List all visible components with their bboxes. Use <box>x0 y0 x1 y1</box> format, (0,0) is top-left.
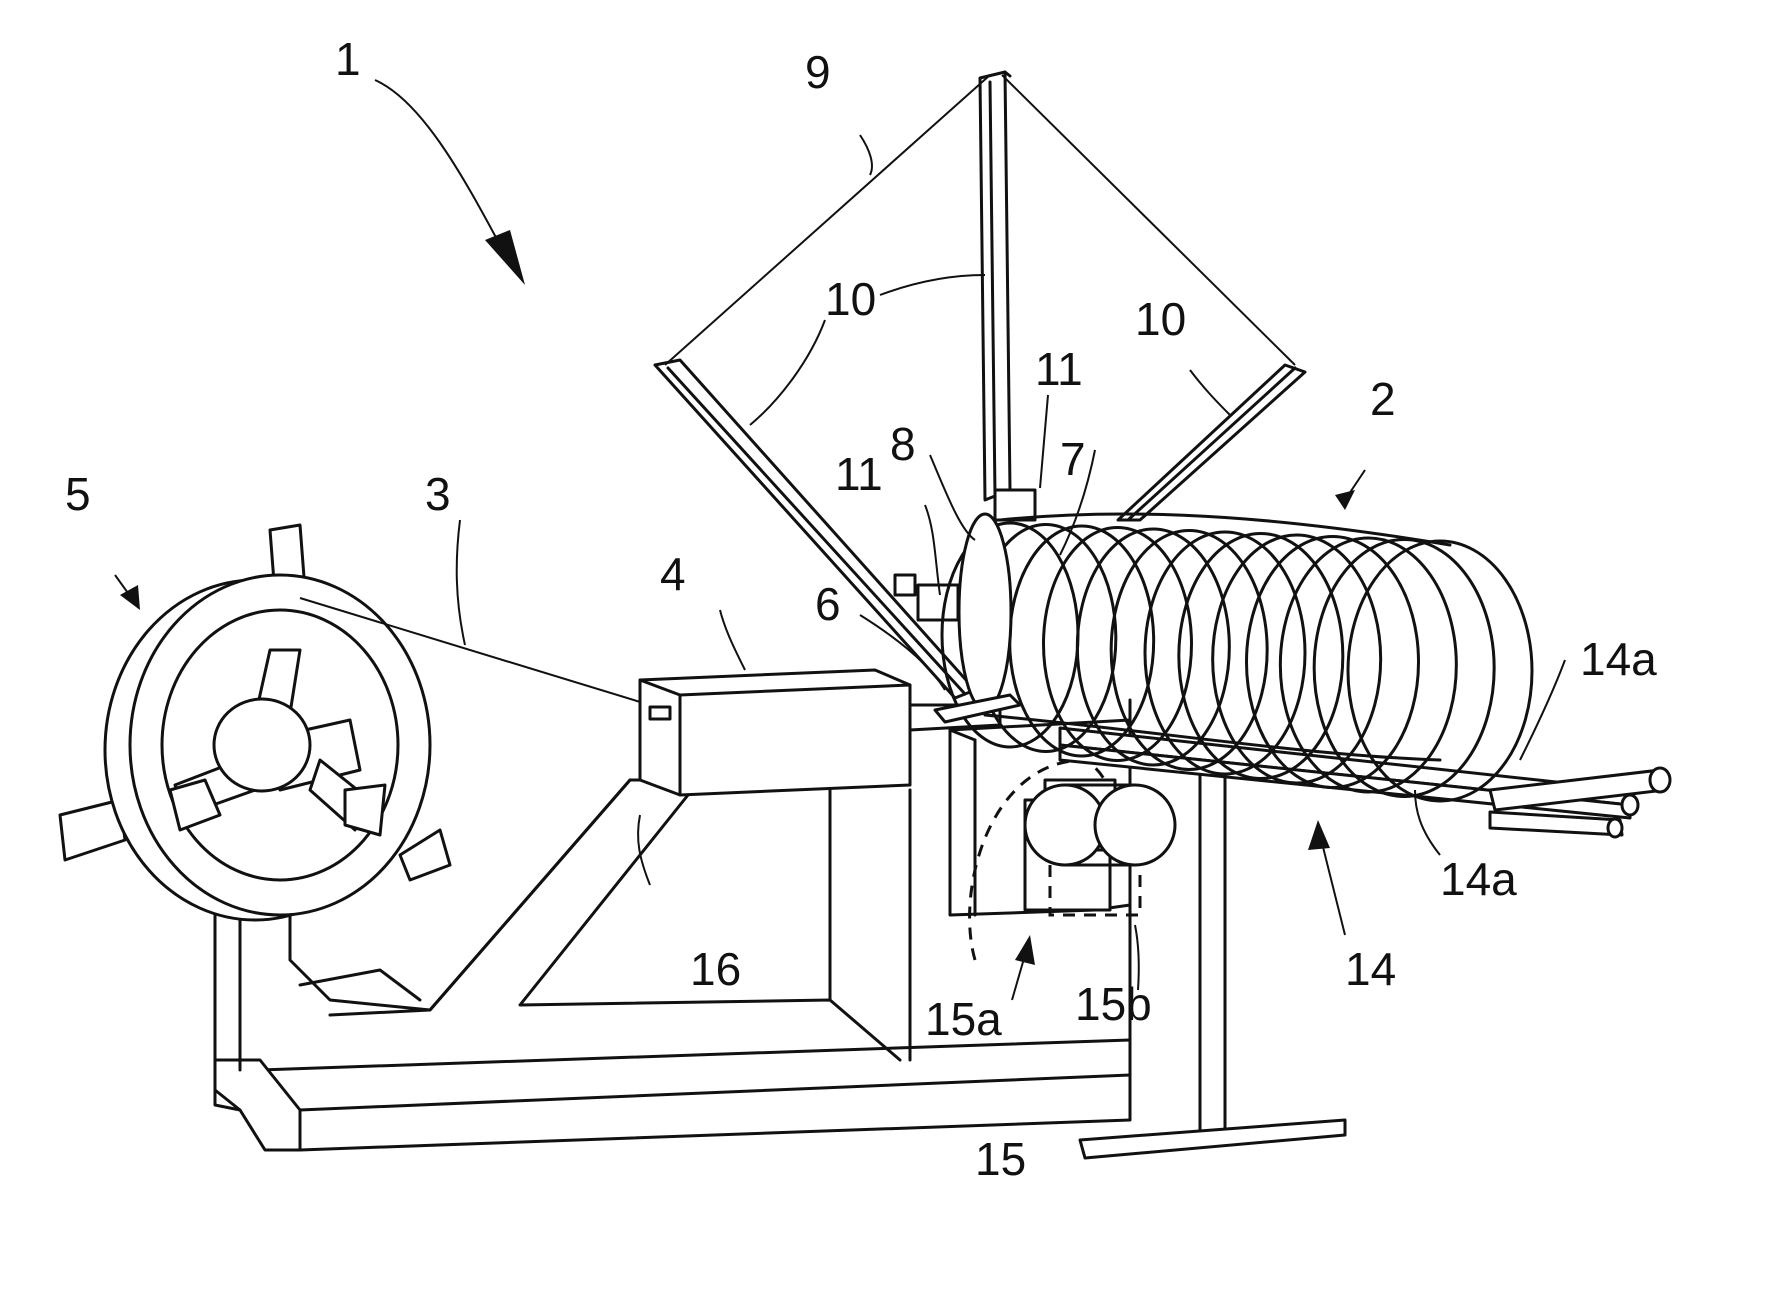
label-4: 4 <box>660 548 686 600</box>
label-14a-bottom: 14a <box>1440 853 1517 905</box>
label-9: 9 <box>805 46 831 98</box>
label-7: 7 <box>1060 433 1086 485</box>
label-11-left: 11 <box>835 448 883 500</box>
label-3: 3 <box>425 468 451 520</box>
label-15a: 15a <box>925 993 1002 1045</box>
label-1: 1 <box>335 33 361 85</box>
label-10-left: 10 <box>825 273 876 325</box>
label-14: 14 <box>1345 943 1396 995</box>
label-6: 6 <box>815 578 841 630</box>
coil-turn <box>1348 541 1532 801</box>
label-8: 8 <box>890 418 916 470</box>
label-5: 5 <box>65 468 91 520</box>
label-10-right: 10 <box>1135 293 1186 345</box>
label-16: 16 <box>690 943 741 995</box>
label-2: 2 <box>1370 373 1396 425</box>
label-15: 15 <box>975 1133 1026 1185</box>
label-14a-top: 14a <box>1580 633 1657 685</box>
coil-turn <box>1247 537 1419 788</box>
coil-holder <box>60 525 450 920</box>
coil-turn <box>1213 535 1381 783</box>
coil-turn <box>1111 531 1267 770</box>
label-15b: 15b <box>1075 978 1152 1030</box>
coil-turn <box>1179 534 1343 779</box>
label-11-top: 11 <box>1035 343 1083 395</box>
coil-end-plate <box>959 514 1011 710</box>
